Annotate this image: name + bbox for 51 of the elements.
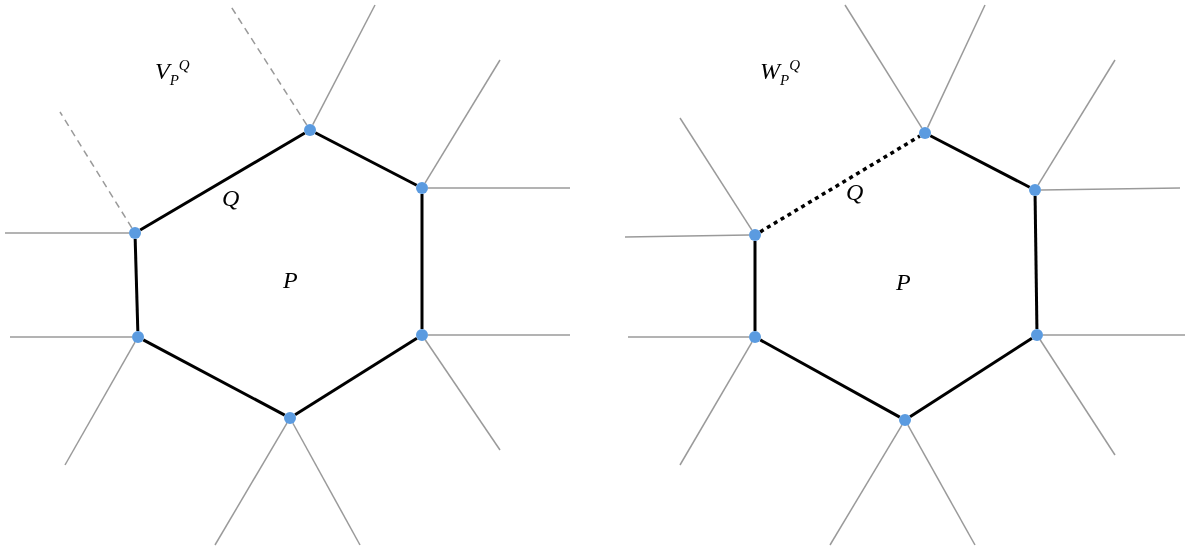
dashed-line xyxy=(59,111,133,229)
math-label: Q xyxy=(222,186,240,210)
vertex-dot xyxy=(132,331,144,343)
polygon-edge xyxy=(133,238,140,332)
polygon-edge xyxy=(1033,195,1039,330)
ray-line xyxy=(1037,59,1116,186)
ray-line xyxy=(1039,339,1116,456)
math-label: Q xyxy=(846,180,864,204)
polygon-edge xyxy=(139,131,306,232)
vertex-dot xyxy=(129,227,141,239)
ray-line xyxy=(9,336,133,338)
ray-line xyxy=(624,234,750,238)
polygon-edge xyxy=(759,338,901,419)
vertex-dot xyxy=(304,124,316,136)
dashed-line xyxy=(759,134,921,234)
math-label: P xyxy=(283,268,298,292)
ray-line xyxy=(844,4,923,129)
vertex-dot xyxy=(749,331,761,343)
ray-line xyxy=(926,4,986,129)
ray-line xyxy=(427,187,571,189)
ray-line xyxy=(1042,334,1186,336)
vertex-dot xyxy=(1031,329,1043,341)
polygon-edge xyxy=(142,338,286,417)
vertex-dot xyxy=(416,329,428,341)
ray-line xyxy=(829,424,903,546)
ray-line xyxy=(427,334,571,336)
ray-line xyxy=(679,117,753,231)
vertex-dot xyxy=(1029,184,1041,196)
polygon-edge xyxy=(314,131,418,187)
ray-line xyxy=(292,422,361,546)
ray-line xyxy=(312,4,376,126)
vertex-dot xyxy=(919,127,931,139)
ray-line xyxy=(907,424,976,546)
ray-line xyxy=(4,232,130,234)
ray-line xyxy=(679,341,753,466)
ray-line xyxy=(64,341,136,466)
vertex-dot xyxy=(284,412,296,424)
ray-line xyxy=(627,336,750,338)
polygon-edge xyxy=(929,134,1031,189)
vertex-dot xyxy=(416,182,428,194)
polygon-edge xyxy=(420,194,424,329)
polygon-edge xyxy=(294,336,418,417)
ray-line xyxy=(214,422,288,546)
vertex-dot xyxy=(899,414,911,426)
ray-line xyxy=(1040,187,1181,191)
ray-line xyxy=(424,339,501,451)
math-label: P xyxy=(896,270,911,294)
polygon-edge xyxy=(909,337,1033,418)
vertex-dot xyxy=(749,229,761,241)
polygon-edge xyxy=(753,241,757,331)
ray-line xyxy=(424,59,501,184)
